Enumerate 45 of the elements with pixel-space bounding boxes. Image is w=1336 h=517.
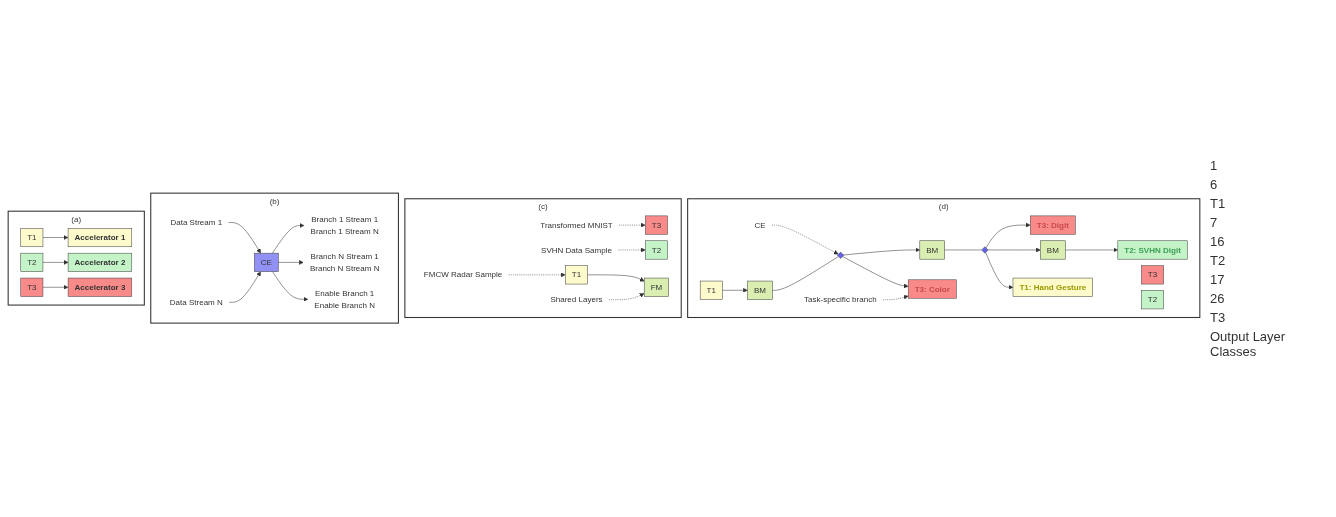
node-box: T3: Color — [907, 279, 957, 299]
node-box: BM — [747, 281, 773, 301]
node-box: T2 — [1141, 290, 1164, 310]
node-text: CE — [754, 220, 766, 230]
node-box: T2: SVHN Digit — [1117, 240, 1188, 260]
node-diamond — [981, 246, 989, 254]
node-box: Accelerator 2 — [67, 253, 133, 273]
output-class-label: Output Layer Classes — [1210, 329, 1287, 359]
node-box: FM — [643, 278, 669, 298]
node-box: CE — [254, 253, 279, 273]
output-class-label: 16 — [1210, 234, 1226, 249]
output-class-label: 1 — [1210, 158, 1219, 173]
node-diamond — [837, 252, 845, 260]
node-box: T3 — [1141, 265, 1164, 285]
node-box: T1 — [699, 281, 723, 301]
connector — [772, 256, 839, 291]
node-text: FMCW Radar Sample — [423, 270, 503, 280]
output-class-label: 26 — [1210, 291, 1226, 306]
node-text: SVHN Data Sample — [541, 245, 612, 255]
node-box: T3 — [645, 216, 668, 235]
node-box: T3 — [20, 278, 44, 298]
output-class-label: 7 — [1210, 215, 1219, 230]
node-box: Accelerator 1 — [67, 228, 133, 248]
node-box: T3: Digit — [1030, 216, 1076, 235]
node-box: T1: Hand Gesture — [1012, 278, 1093, 298]
node-text: Transformed MNIST — [540, 220, 613, 230]
node-box: T1 — [565, 265, 588, 285]
output-class-label: T2 — [1210, 253, 1227, 268]
node-box: BM — [919, 240, 945, 260]
node-text: Task-specific branch — [803, 295, 877, 305]
node-text: Data Stream N — [169, 297, 223, 307]
node-text: Shared Layers — [550, 295, 603, 305]
node-text: Data Stream 1 — [170, 217, 223, 228]
output-class-label: 6 — [1210, 177, 1219, 192]
output-class-label: T1 — [1210, 196, 1227, 211]
node-text: Branch 1 Stream 1 Branch 1 Stream N — [310, 214, 379, 237]
node-text: Enable Branch 1 Enable Branch N — [314, 288, 375, 310]
node-box: T2 — [20, 253, 44, 273]
node-box: Accelerator 3 — [67, 278, 133, 298]
node-box: T2 — [645, 240, 668, 260]
output-class-label: 17 — [1210, 272, 1226, 287]
node-box: BM — [1040, 240, 1066, 260]
node-text: Branch N Stream 1 Branch N Stream N — [309, 251, 380, 273]
node-box: T1 — [20, 228, 44, 248]
output-class-label: T3 — [1210, 310, 1227, 325]
